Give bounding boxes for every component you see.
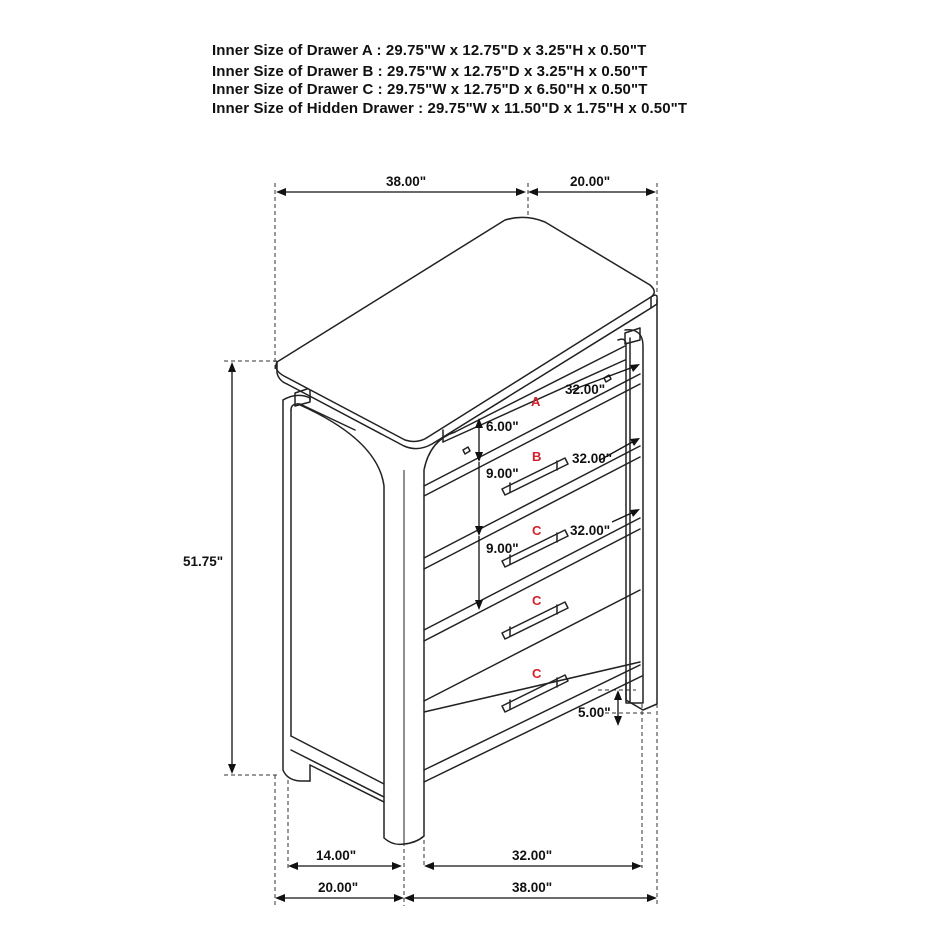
label-inner-width: 32.00" [512,848,552,863]
drawer-letter-c3: C [532,666,542,681]
label-drawer-b-height: 9.00" [486,466,519,481]
label-inner-depth: 14.00" [316,848,356,863]
drawer-c2-handle [501,601,569,640]
spec-hidden-drawer: Inner Size of Hidden Drawer : 29.75"W x … [212,100,688,117]
drawer-letters: A B C C C [531,394,542,681]
label-drawer-b-width: 32.00" [572,451,612,466]
spec-drawer-a: Inner Size of Drawer A : 29.75"W x 12.75… [212,42,647,59]
label-drawer-c-width: 32.00" [570,523,610,538]
label-base-depth: 20.00" [318,880,358,895]
drawer-c3-handle [501,674,569,713]
drawer-a-knobs [462,374,612,455]
drawer-letter-a: A [531,394,541,409]
label-height: 51.75" [183,554,223,569]
label-top-depth: 20.00" [570,174,610,189]
drawer-letter-c2: C [532,593,542,608]
spec-drawer-c: Inner Size of Drawer C : 29.75"W x 12.75… [212,81,648,98]
drawer-c1-handle [501,529,569,568]
drawer-letter-c1: C [532,523,542,538]
drawer-letter-b: B [532,449,541,464]
label-base-width: 38.00" [512,880,552,895]
dimension-labels: 38.00" 20.00" 51.75" 32.00" 6.00" 32.00"… [183,174,612,895]
label-drawer-c-height: 9.00" [486,541,519,556]
label-leg-height: 5.00" [578,705,611,720]
label-drawer-a-height: 6.00" [486,419,519,434]
drawer-pulls [462,374,612,713]
dimension-arrows [228,188,657,902]
chest-body [282,299,658,846]
label-drawer-a-width: 32.00" [565,382,605,397]
label-top-width: 38.00" [386,174,426,189]
tabletop [275,216,658,450]
spec-drawer-b: Inner Size of Drawer B : 29.75"W x 12.75… [212,63,648,80]
drawer-b-handle [501,457,569,496]
